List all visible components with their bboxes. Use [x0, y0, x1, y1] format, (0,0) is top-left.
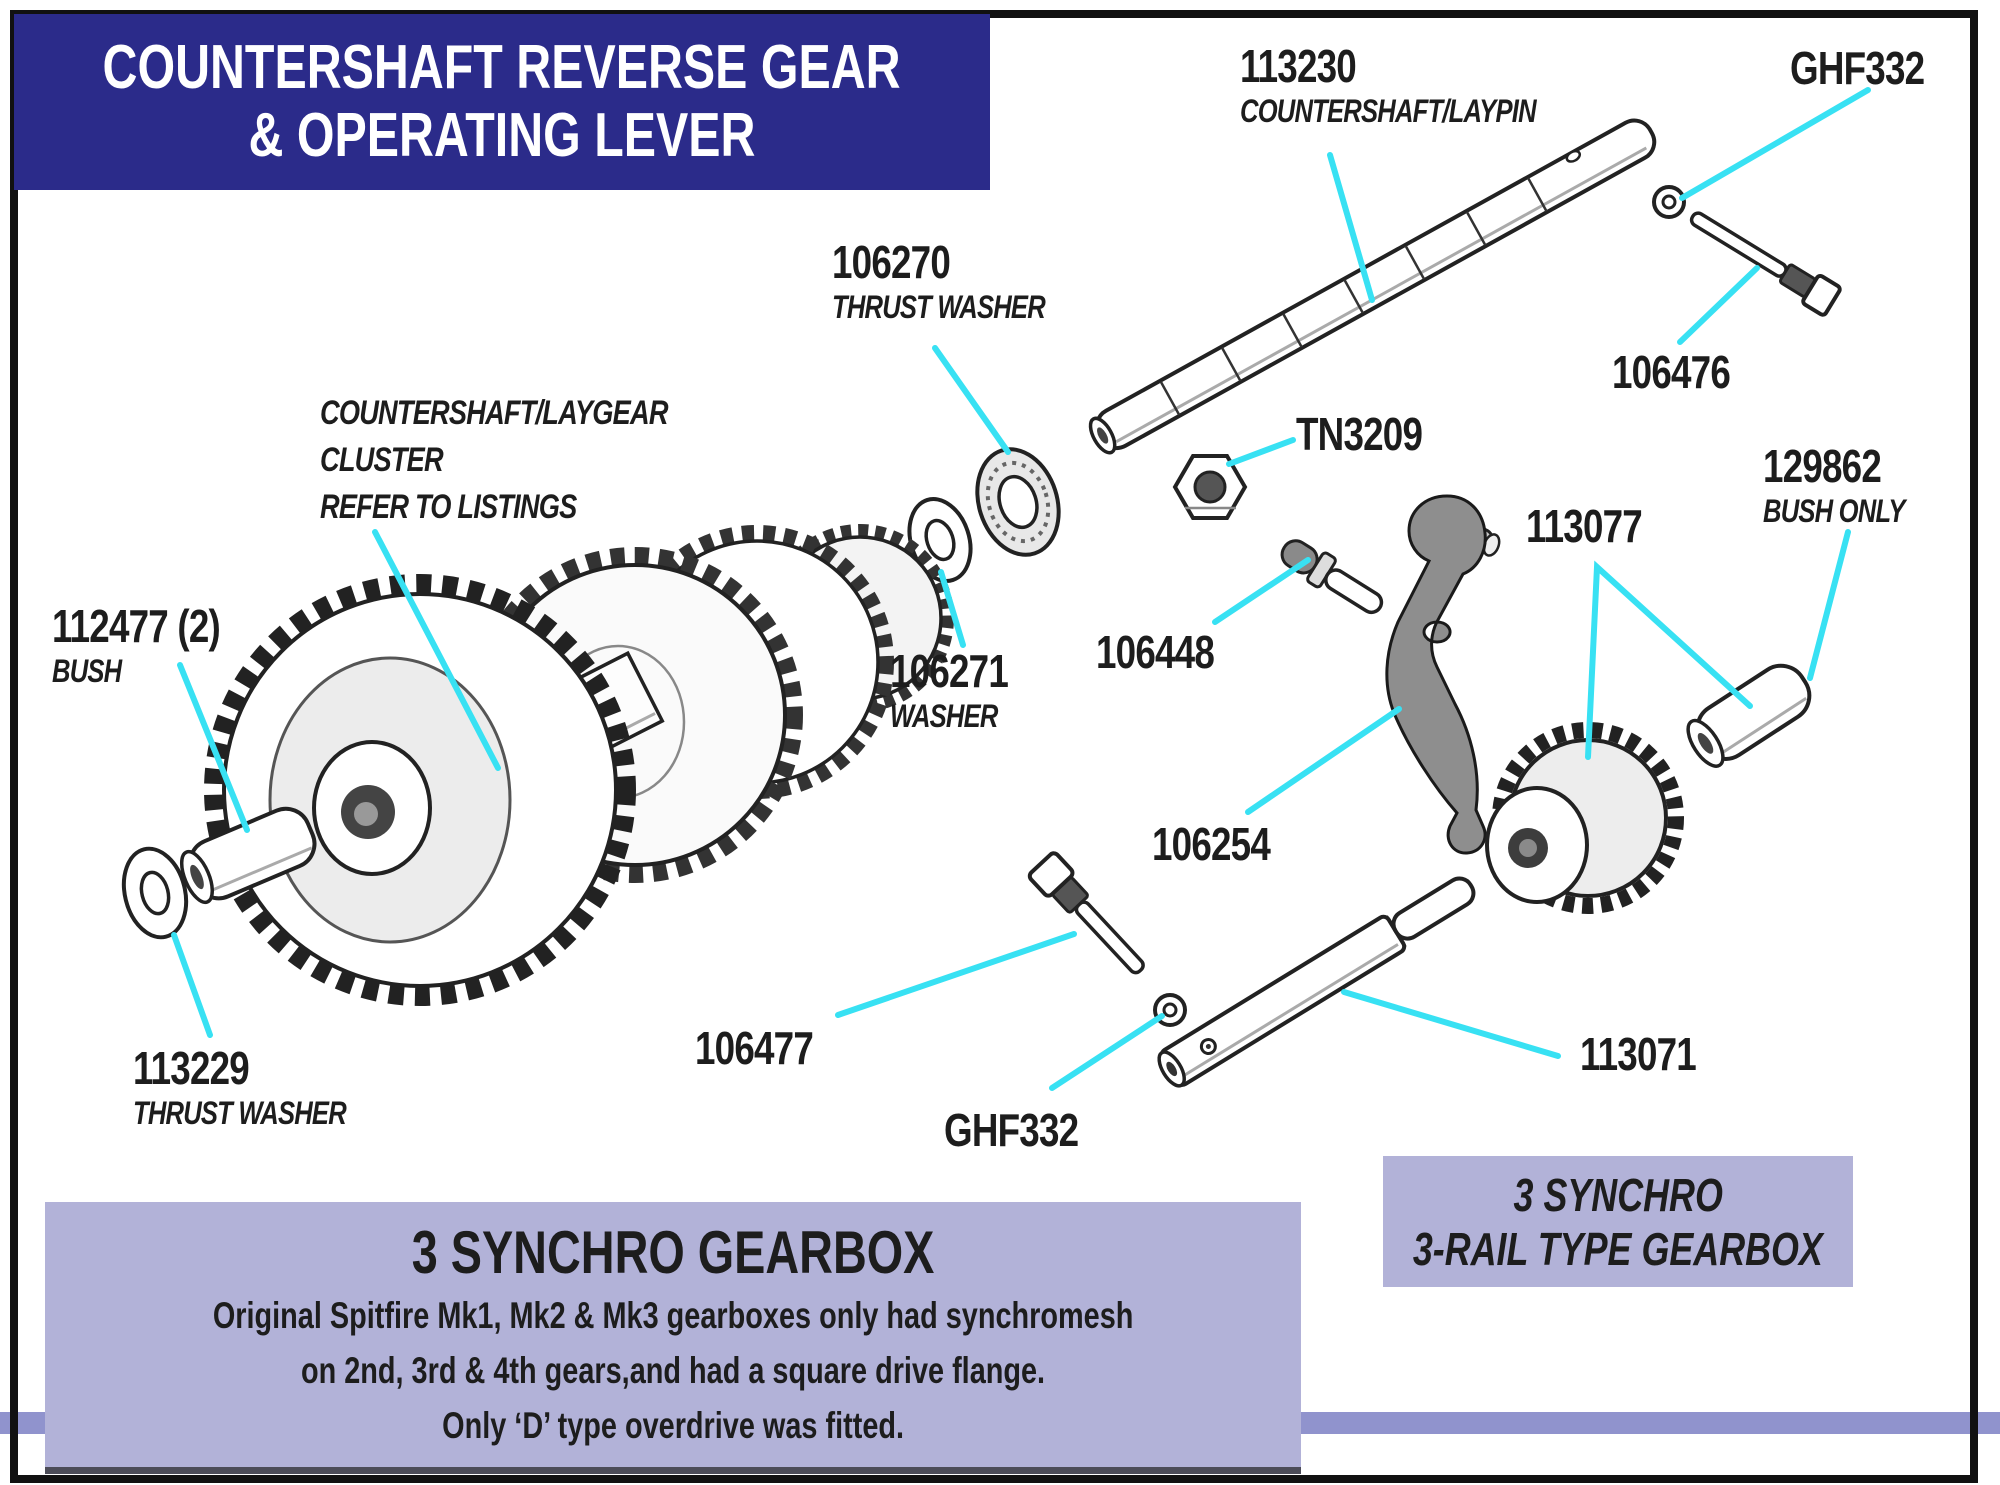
label-113229: 113229 THRUST WASHER — [133, 1042, 347, 1131]
part-countershaft-laypin — [1088, 118, 1657, 455]
part-operating-lever-106254 — [1385, 494, 1501, 855]
label-ghf332-bottom: GHF332 — [944, 1104, 1079, 1156]
label-129862: 129862 BUSH ONLY — [1763, 440, 1905, 529]
leader-106270 — [932, 345, 1011, 455]
label-tn3209: TN3209 — [1296, 408, 1423, 460]
leader-113229 — [171, 932, 213, 1038]
leader-ghf332-top — [1679, 87, 1871, 201]
part-bolt-106477 — [1027, 851, 1145, 975]
leader-113230 — [1327, 152, 1375, 303]
type-box-line2: 3-RAIL TYPE GEARBOX — [1412, 1222, 1824, 1275]
part-stud-106448 — [1280, 539, 1384, 615]
label-106254: 106254 — [1152, 818, 1271, 870]
leader-106476 — [1677, 265, 1760, 345]
label-106271: 106271 WASHER — [890, 645, 1009, 734]
part-bush-112477 — [179, 806, 317, 905]
label-laygear-cluster: COUNTERSHAFT/LAYGEAR CLUSTER REFER TO LI… — [320, 394, 668, 526]
label-ghf332-top: GHF332 — [1790, 42, 1925, 94]
label-106477: 106477 — [695, 1022, 814, 1074]
info-box-line2: on 2nd, 3rd & 4th gears,and had a square… — [300, 1350, 1046, 1391]
leader-lines — [171, 87, 1871, 1091]
title-banner: COUNTERSHAFT REVERSE GEAR & OPERATING LE… — [14, 14, 990, 190]
leader-ghf332-bottom — [1049, 1013, 1165, 1091]
leader-112477 — [177, 662, 250, 833]
leader-106448 — [1212, 557, 1311, 625]
leader-113077 — [1585, 560, 1753, 760]
part-laygear-cluster — [204, 524, 954, 1006]
info-box-title: 3 SYNCHRO GEARBOX — [411, 1219, 935, 1286]
label-113071: 113071 — [1580, 1028, 1697, 1080]
leader-113071 — [1341, 989, 1561, 1059]
leader-tn3209 — [1226, 437, 1296, 467]
info-box-line3: Only ‘D’ type overdrive was fitted. — [442, 1405, 904, 1446]
label-106270: 106270 THRUST WASHER — [832, 236, 1046, 325]
page-title-line2: & OPERATING LEVER — [248, 101, 756, 170]
label-106476: 106476 — [1612, 346, 1731, 398]
part-bolt-106476 — [1689, 211, 1842, 317]
label-113230: 113230 COUNTERSHAFT/LAYPIN — [1240, 40, 1537, 129]
gearbox-type-box: 3 SYNCHRO 3-RAIL TYPE GEARBOX — [1383, 1156, 1853, 1287]
gearbox-info-box: 3 SYNCHRO GEARBOX Original Spitfire Mk1,… — [45, 1202, 1301, 1474]
leader-129862 — [1807, 529, 1851, 681]
leader-106271 — [938, 569, 966, 648]
part-reverse-gear-113077 — [1485, 722, 1684, 914]
part-thrust-washer-106270 — [975, 447, 1061, 557]
label-113077: 113077 — [1526, 500, 1643, 552]
part-thrust-washer-113229 — [121, 846, 189, 940]
leader-106254 — [1245, 706, 1402, 815]
part-bush-129862 — [1686, 663, 1812, 768]
leader-cluster — [372, 529, 501, 771]
info-box-line1: Original Spitfire Mk1, Mk2 & Mk3 gearbox… — [212, 1295, 1134, 1336]
label-112477: 112477 (2) BUSH — [52, 600, 221, 689]
type-box-line1: 3 SYNCHRO — [1513, 1168, 1723, 1221]
page-title-line1: COUNTERSHAFT REVERSE GEAR — [102, 33, 902, 102]
part-washer-ghf332-top — [1652, 185, 1686, 219]
part-shaft-113071 — [1157, 876, 1476, 1088]
part-nut-tn3209 — [1172, 454, 1248, 520]
leader-106477 — [835, 931, 1077, 1018]
label-106448: 106448 — [1096, 626, 1215, 678]
